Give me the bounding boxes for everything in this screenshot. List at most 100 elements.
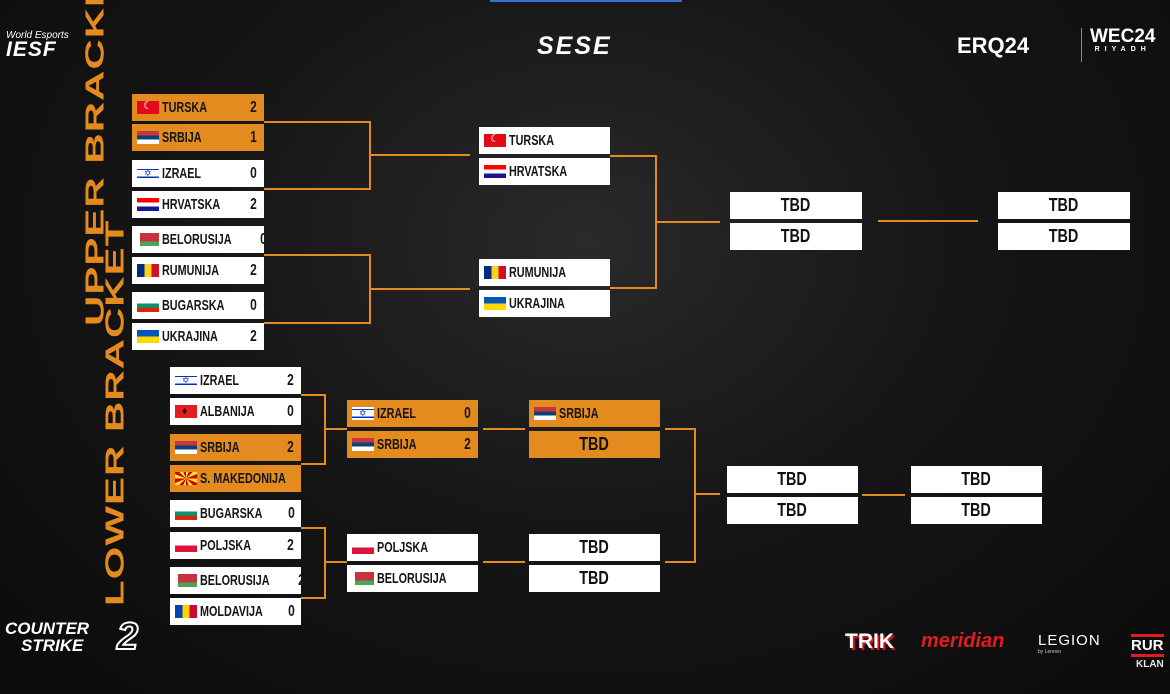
flag-md-icon: [175, 605, 197, 618]
lower-r5-match1-team2[interactable]: TBD: [911, 497, 1042, 524]
team-tbd-label: TBD: [777, 500, 807, 520]
team-tbd-label: TBD: [1048, 195, 1079, 215]
lower-r1-match2-team2[interactable]: S. MAKEDONIJA0: [170, 465, 301, 492]
lower-r3-match1-team2[interactable]: TBD: [529, 431, 660, 458]
bracket-connector-line: [264, 188, 370, 190]
team-name: IZRAEL: [162, 165, 202, 182]
flag-il-icon: [137, 167, 159, 180]
team-score: 2: [287, 536, 294, 554]
klan-logo: KLAN: [1136, 659, 1164, 670]
flag-tr-icon: [484, 132, 506, 147]
lower-r3-match1-team1[interactable]: SRBIJA: [529, 400, 660, 427]
team-score: 2: [250, 98, 257, 116]
upper-r4-match1-team2[interactable]: TBD: [998, 223, 1130, 250]
flag-mk-icon: [175, 472, 197, 485]
flag-bg-icon: [137, 299, 159, 312]
bracket-connector-line: [610, 155, 656, 157]
lower-r4-match1-team2[interactable]: TBD: [727, 497, 858, 524]
team-score: 2: [298, 572, 301, 590]
legion-logo: LEGION by Lenovo: [1038, 632, 1101, 655]
team-score: 0: [287, 504, 295, 522]
counter-strike-2-logo: COUNTER STRIKE 2: [5, 615, 139, 659]
upper-r2-match1-team1[interactable]: TURSKA: [479, 127, 610, 154]
team-tbd-label: TBD: [780, 226, 811, 246]
bracket-connector-line: [370, 154, 470, 156]
lower-r2-match2-team2[interactable]: BELORUSIJA: [347, 565, 478, 592]
team-name: SRBIJA: [162, 129, 202, 146]
upper-r3-match1-team1[interactable]: TBD: [730, 192, 862, 219]
flag-ua-icon: [137, 330, 159, 343]
logo-divider: [1081, 28, 1082, 62]
team-name: BELORUSIJA: [377, 570, 447, 587]
team-tbd-label: TBD: [1048, 226, 1079, 246]
team-tbd-label: TBD: [777, 469, 807, 489]
team-score: 0: [260, 231, 264, 249]
lower-r3-match2-team1[interactable]: TBD: [529, 534, 660, 561]
flag-hr-icon: [484, 165, 506, 178]
team-score: 0: [288, 602, 296, 620]
flag-al-icon: [175, 405, 197, 418]
lower-bracket-title: LOWER BRACKET: [100, 219, 130, 606]
upper-r2-match2-team2[interactable]: UKRAJINA: [479, 290, 610, 317]
upper-r2-match2-team1[interactable]: RUMUNIJA: [479, 259, 610, 286]
bracket-connector-line: [665, 561, 695, 563]
flag-ro-icon: [484, 266, 506, 279]
flag-by-icon: [137, 233, 159, 246]
legion-logo-text: LEGION: [1038, 632, 1101, 649]
team-score: 2: [250, 195, 257, 213]
team-name: S. MAKEDONIJA: [200, 470, 286, 487]
bracket-connector-line: [483, 428, 525, 430]
team-name: SRBIJA: [559, 405, 599, 422]
upper-r2-match1-team2[interactable]: HRVATSKA: [479, 158, 610, 185]
bracket-connector-line: [694, 428, 696, 563]
team-tbd-label: TBD: [579, 568, 609, 588]
team-name: TURSKA: [162, 99, 207, 116]
team-name: UKRAJINA: [162, 328, 218, 345]
team-name: RUMUNIJA: [509, 264, 567, 281]
upper-r3-match1-team2[interactable]: TBD: [730, 223, 862, 250]
flag-rs-icon: [352, 438, 374, 451]
bracket-connector-line: [264, 121, 370, 123]
team-score: 2: [287, 438, 294, 456]
lower-r1-match4-team1[interactable]: BELORUSIJA2: [170, 567, 301, 594]
flag-pl-icon: [175, 539, 197, 552]
bracket-connector-line: [324, 527, 326, 599]
upper-r1-match3-team1[interactable]: BELORUSIJA0: [132, 226, 264, 253]
flag-bg-icon: [175, 507, 197, 520]
team-name: TURSKA: [509, 132, 554, 149]
lower-r4-match1-team1[interactable]: TBD: [727, 466, 858, 493]
cs-logo-line2: STRIKE: [21, 636, 84, 655]
lower-r5-match1-team1[interactable]: TBD: [911, 466, 1042, 493]
team-score: 2: [464, 435, 471, 453]
bracket-connector-line: [301, 463, 325, 465]
upper-r4-match1-team1[interactable]: TBD: [998, 192, 1130, 219]
team-tbd-label: TBD: [780, 195, 811, 215]
bracket-connector-line: [301, 527, 325, 529]
team-score: 0: [250, 296, 257, 314]
bracket-connector-line: [370, 288, 470, 290]
bracket-connector-line: [264, 254, 370, 256]
top-progress-bar: [490, 0, 682, 2]
team-score: 1: [250, 128, 257, 146]
bracket-connector-line: [325, 428, 347, 430]
flag-by-icon: [352, 572, 374, 585]
upper-r1-match1-team2[interactable]: SRBIJA 1: [132, 124, 264, 151]
upper-r1-match1-team1[interactable]: TURSKA 2: [132, 94, 264, 121]
lower-r3-match2-team2[interactable]: TBD: [529, 565, 660, 592]
flag-tr-icon: [137, 99, 159, 114]
legion-logo-sub: by Lenovo: [1038, 649, 1062, 655]
lower-r2-match2-team1[interactable]: POLJSKA: [347, 534, 478, 561]
